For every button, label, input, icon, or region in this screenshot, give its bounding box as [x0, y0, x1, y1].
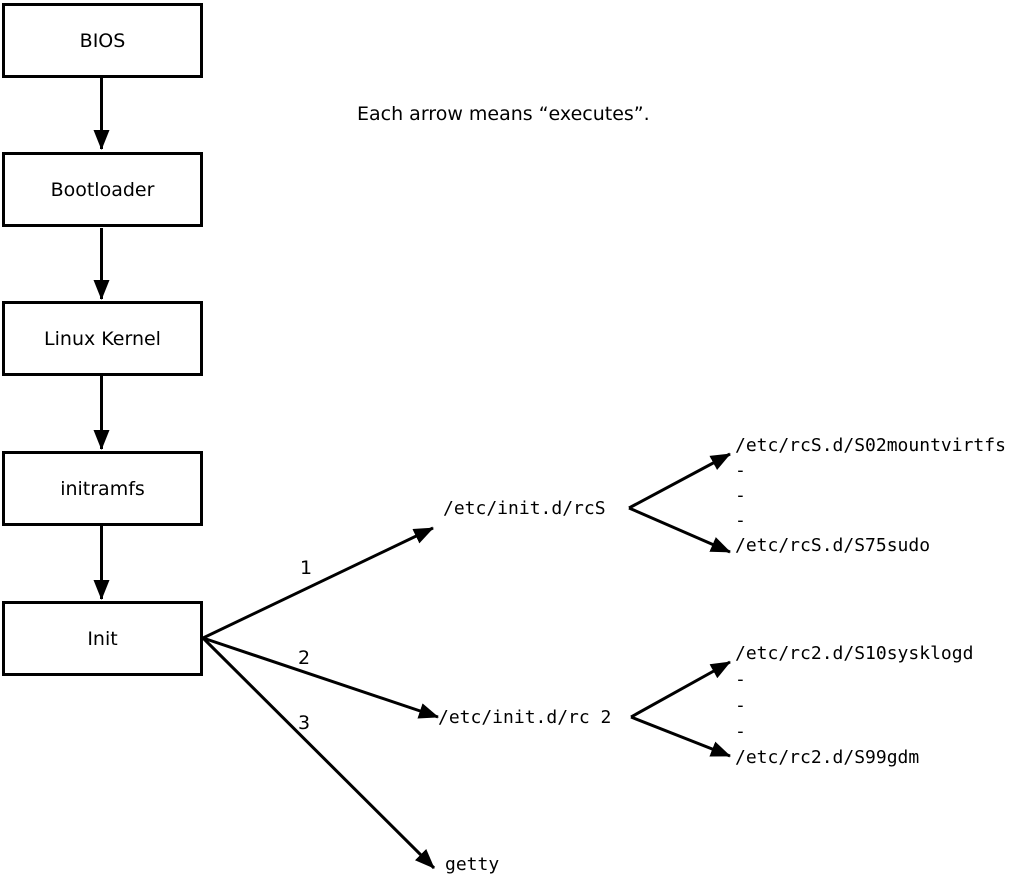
flow-box-init-label: Init: [87, 627, 118, 650]
rcs-entry-ellipsis-3: -: [735, 510, 746, 531]
rcs-entry-ellipsis-2: -: [735, 485, 746, 506]
rc2-entry-ellipsis-1: -: [735, 669, 746, 690]
arrow-init-to-rcs: [202, 526, 434, 640]
flow-box-initramfs-label: initramfs: [60, 477, 145, 500]
flow-box-initramfs: initramfs: [2, 451, 203, 526]
flow-box-bios: BIOS: [2, 3, 203, 78]
rcs-entry-s02mountvirtfs: /etc/rcS.d/S02mountvirtfs: [735, 435, 1006, 456]
flow-box-linux-kernel-label: Linux Kernel: [44, 327, 161, 350]
rc2-entry-s99gdm: /etc/rc2.d/S99gdm: [735, 747, 920, 768]
branch-target-rcs: /etc/init.d/rcS: [443, 498, 606, 519]
arrow-init-to-getty: [201, 636, 436, 870]
branch-number-1: 1: [300, 557, 313, 579]
rc2-entry-ellipsis-3: -: [735, 721, 746, 742]
rc2-entry-s10sysklogd: /etc/rc2.d/S10sysklogd: [735, 643, 974, 664]
arrow-init-to-rc2: [202, 636, 439, 719]
flow-box-bootloader: Bootloader: [2, 152, 203, 227]
rcs-entry-s75sudo: /etc/rcS.d/S75sudo: [735, 535, 931, 556]
rc2-entry-ellipsis-2: -: [735, 695, 746, 716]
branch-target-rc2: /etc/init.d/rc 2: [438, 707, 612, 728]
arrow-rc2-to-s99gdm: [630, 715, 731, 758]
branch-target-getty: getty: [445, 854, 500, 875]
arrow-rcs-to-s02mountvirtfs: [628, 452, 731, 510]
branch-number-2: 2: [298, 647, 311, 669]
flow-box-bootloader-label: Bootloader: [50, 178, 155, 201]
arrow-rcs-to-s75sudo: [628, 506, 731, 554]
diagram-caption: Each arrow means “executes”.: [357, 103, 650, 125]
flow-box-bios-label: BIOS: [79, 29, 126, 52]
rcs-entry-ellipsis-1: -: [735, 460, 746, 481]
branch-number-3: 3: [298, 712, 311, 734]
flow-box-linux-kernel: Linux Kernel: [2, 301, 203, 376]
flow-box-init: Init: [2, 601, 203, 676]
arrow-rc2-to-s10sysklogd: [630, 660, 731, 719]
